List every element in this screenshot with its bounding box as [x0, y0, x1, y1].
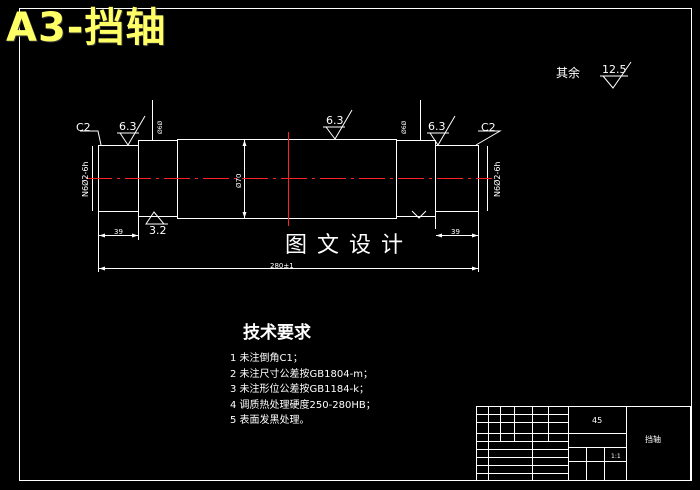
right-shoulder-dim: Ø6Ø — [401, 120, 408, 134]
tech-item: 5 表面发黑处理。 — [230, 415, 310, 426]
technical-requirements: 技术要求 1 未注倒角C1； 2 未注尺寸公差按GB1804-m； 3 未注形位… — [230, 318, 376, 429]
shaft-centerline — [86, 132, 492, 226]
left-spline-dim: N6Ø2-6h — [80, 161, 90, 197]
tech-item: 3 未注形位公差按GB1184-k； — [230, 384, 369, 395]
title-block-part-name: 挡轴 — [645, 435, 661, 444]
tech-title: 技术要求 — [243, 323, 311, 343]
chamfer-left-label: C2 — [76, 121, 91, 134]
tech-item: 2 未注尺寸公差按GB1804-m； — [230, 368, 373, 380]
roughness-right-end-value: 6.3 — [428, 120, 446, 133]
right-length-value: 39 — [451, 228, 460, 236]
title-block — [476, 406, 691, 481]
left-length-value: 39 — [114, 228, 123, 236]
roughness-left-bottom-value: 3.2 — [149, 224, 167, 237]
roughness-middle-value: 6.3 — [326, 114, 344, 127]
chamfer-right-label: C2 — [481, 121, 496, 134]
roughness-right-end-symbol — [427, 115, 456, 146]
roughness-left-end-symbol — [117, 115, 146, 146]
title-block-scale: 1:1 — [611, 453, 621, 460]
tech-item: 1 未注倒角C1； — [230, 353, 303, 364]
roughness-left-bottom-symbol — [145, 211, 168, 225]
title-block-material: 45 — [592, 416, 603, 425]
roughness-left-end-value: 6.3 — [119, 120, 137, 133]
watermark: 图文设计 — [262, 229, 436, 263]
roughness-middle-symbol — [323, 109, 353, 140]
left-shoulder-dim: Ø6Ø — [157, 120, 164, 134]
total-length-value: 280±1 — [270, 262, 294, 270]
drawing-border — [19, 8, 692, 481]
tech-item: 4 调质热处理硬度250-280HB； — [230, 399, 376, 411]
page-title: A3-挡轴 — [6, 5, 167, 51]
middle-diameter-dim: Ø70 — [235, 174, 243, 188]
roughness-rest-symbol — [602, 61, 632, 89]
rest-label: 其余 — [556, 65, 580, 80]
rest-value: 12.5 — [602, 63, 627, 76]
right-spline-dim: N6Ø2-6h — [492, 161, 502, 197]
